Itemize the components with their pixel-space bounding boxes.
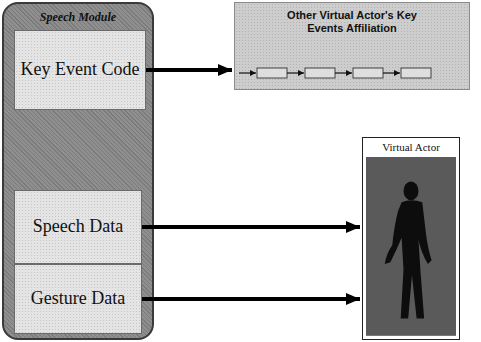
flow-arrow xyxy=(142,225,360,229)
node-label: Speech Data xyxy=(33,216,123,238)
data-box: Key Event Code xyxy=(14,30,146,110)
chain-arrow xyxy=(239,72,256,73)
actor-title: Virtual Actor xyxy=(366,141,456,154)
chain-event xyxy=(353,68,383,78)
chain-event xyxy=(401,68,431,78)
actor-figure xyxy=(366,157,456,336)
event-chain xyxy=(235,59,469,89)
node-label: Gesture Data xyxy=(31,288,125,310)
affiliation-box: Other Virtual Actor's Key Events Affilia… xyxy=(234,2,470,90)
data-box: Gesture Data xyxy=(14,264,142,334)
chain-event xyxy=(257,68,287,78)
actor-box: Virtual Actor xyxy=(362,137,460,340)
data-box: Speech Data xyxy=(14,190,142,264)
chain-arrow xyxy=(335,72,352,73)
chain-arrow xyxy=(383,72,400,73)
flow-arrow xyxy=(142,297,360,301)
module-title: Speech Module xyxy=(40,10,116,24)
chain-arrow xyxy=(287,72,304,73)
flow-arrow xyxy=(146,68,232,72)
module-panel: Speech ModuleKey Event CodeSpeech DataGe… xyxy=(2,2,154,340)
node-label: Key Event Code xyxy=(21,59,140,81)
chain-event xyxy=(305,68,335,78)
node-label: Other Virtual Actor's Key Events Affilia… xyxy=(286,9,418,35)
